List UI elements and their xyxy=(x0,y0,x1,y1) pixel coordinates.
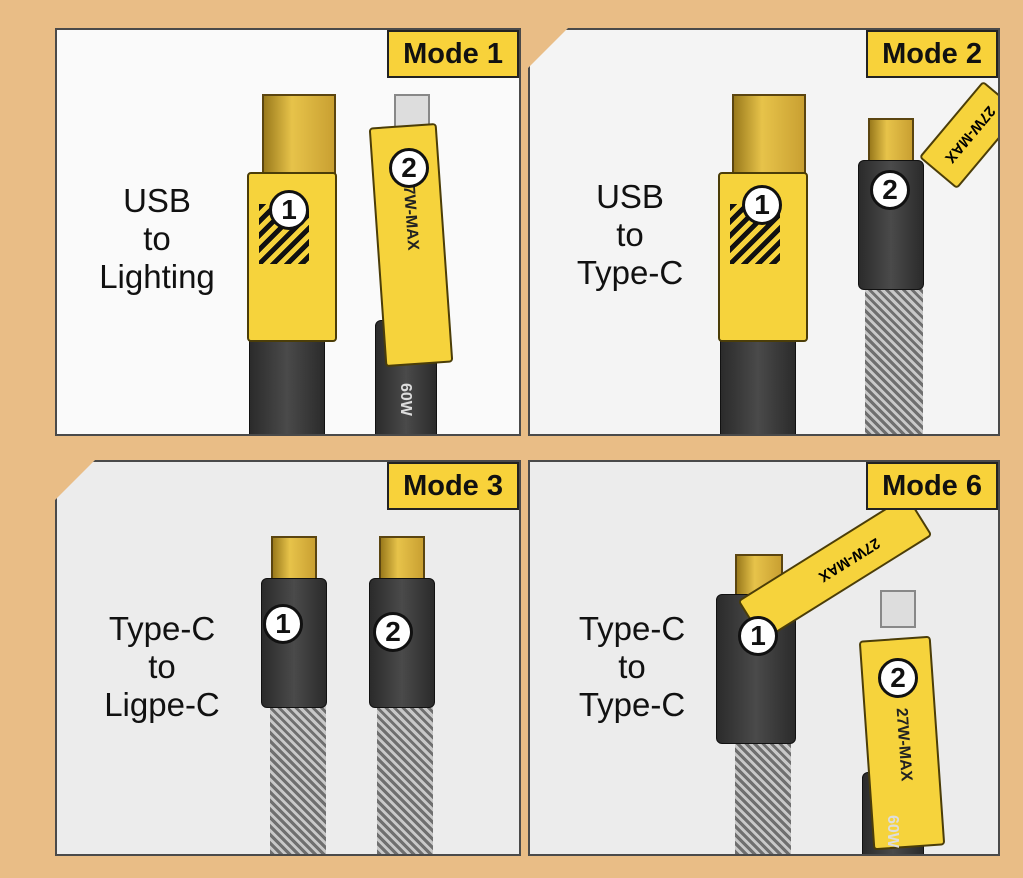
label-line: Type-C xyxy=(108,610,216,647)
wattage-text: 27W-MAX xyxy=(941,102,999,167)
mode-badge: Mode 2 xyxy=(866,30,998,78)
braided-cable xyxy=(377,702,433,854)
braided-cable xyxy=(735,732,791,854)
wattage-text: 60W xyxy=(884,815,901,848)
braided-cable xyxy=(270,702,326,854)
badge-number: 2 xyxy=(389,148,429,188)
mode-description: Type-C to Ligpe-C xyxy=(77,610,247,724)
mode-badge: Mode 6 xyxy=(866,462,998,510)
mode-description: Type-C to Type-C xyxy=(552,610,712,724)
panel-mode-1: Mode 1 USB to Lighting 1 60W 27W-MAX 2 xyxy=(55,28,521,436)
badge-number: 2 xyxy=(878,658,918,698)
badge-number: 1 xyxy=(738,616,778,656)
badge-number: 1 xyxy=(269,190,309,230)
mode-description: USB to Type-C xyxy=(555,178,705,292)
label-line: Ligpe-C xyxy=(104,686,220,723)
badge-number: 1 xyxy=(742,185,782,225)
label-line: USB xyxy=(596,178,664,215)
label-line: to xyxy=(143,220,171,257)
wattage-text: 60W xyxy=(397,383,414,416)
label-line: to xyxy=(616,216,644,253)
badge-number: 2 xyxy=(870,170,910,210)
label-line: to xyxy=(618,648,646,685)
panel-mode-2: Mode 2 USB to Type-C 1 27W-MAX 2 xyxy=(528,28,1000,436)
label-line: Type-C xyxy=(578,610,686,647)
wattage-text: 27W-MAX xyxy=(815,534,883,586)
wattage-text: 27W-MAX xyxy=(892,707,915,782)
usb-a-connector xyxy=(732,94,806,184)
mode-badge: Mode 1 xyxy=(387,30,519,78)
label-line: Type-C xyxy=(578,686,686,723)
braided-cable xyxy=(865,270,923,434)
mode-description: USB to Lighting xyxy=(77,182,237,296)
label-line: Lighting xyxy=(99,258,215,295)
usb-a-connector xyxy=(262,94,336,184)
yellow-sleeve: 27W-MAX xyxy=(918,80,999,190)
lightning-connector xyxy=(880,590,916,628)
panel-mode-3: Mode 3 Type-C to Ligpe-C 1 2 xyxy=(55,460,521,856)
label-line: to xyxy=(148,648,176,685)
mode-badge: Mode 3 xyxy=(387,462,519,510)
panel-mode-6: Mode 6 Type-C to Type-C 27W-MAX 1 60W 27… xyxy=(528,460,1000,856)
connector-housing xyxy=(261,578,327,708)
badge-number: 1 xyxy=(263,604,303,644)
badge-number: 2 xyxy=(373,612,413,652)
label-line: USB xyxy=(123,182,191,219)
label-line: Type-C xyxy=(576,254,684,291)
